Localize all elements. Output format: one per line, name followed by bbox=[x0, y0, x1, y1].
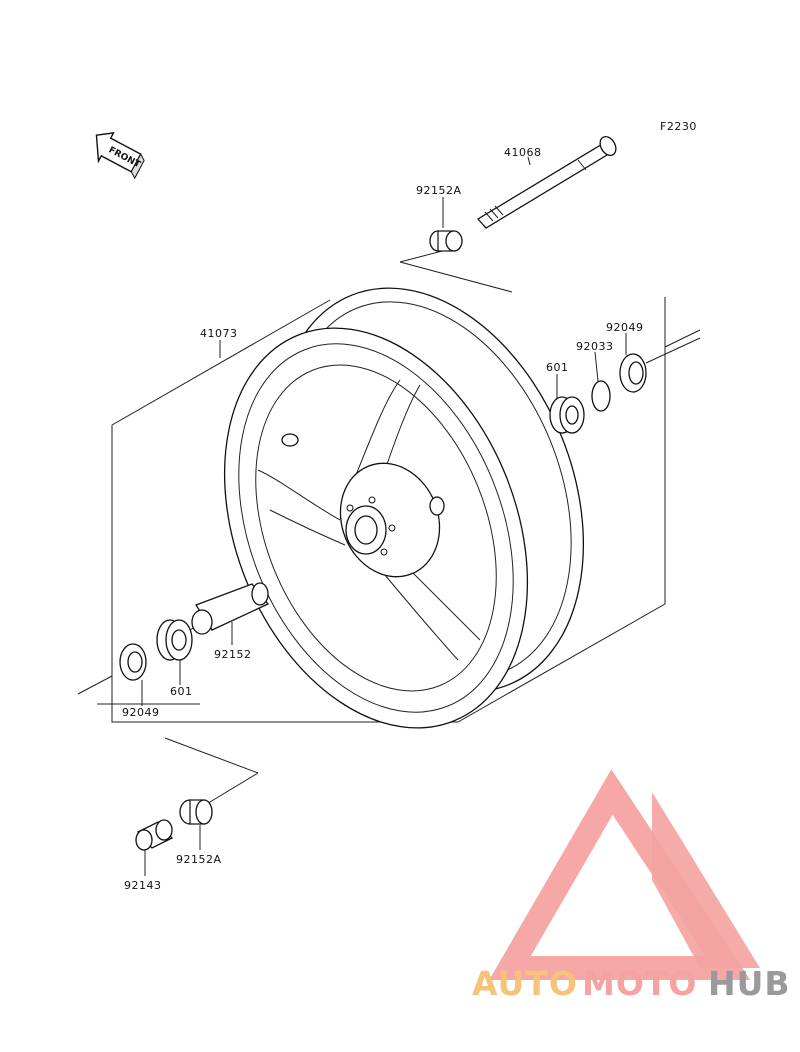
label-spacer: 92152 bbox=[214, 648, 252, 661]
label-collar-top: 92152A bbox=[416, 184, 462, 197]
label-collar-bottom: 92152A bbox=[176, 853, 222, 866]
watermark-triangle-inner bbox=[652, 792, 760, 968]
seal-right-part bbox=[619, 353, 647, 393]
wheel-part bbox=[223, 287, 585, 729]
collar-small-part bbox=[135, 819, 174, 851]
spacer-part bbox=[191, 582, 270, 635]
collar-bottom-part bbox=[179, 799, 213, 825]
label-circlip: 92033 bbox=[576, 340, 614, 353]
label-seal-left: 92049 bbox=[122, 706, 160, 719]
bearing-right-part bbox=[549, 396, 585, 434]
figure-code: F2230 bbox=[660, 120, 697, 133]
leader-lines bbox=[141, 156, 627, 876]
label-wheel: 41073 bbox=[200, 327, 238, 340]
watermark-word-auto: AUTO bbox=[472, 964, 578, 1003]
bearing-left-part bbox=[156, 619, 193, 661]
label-bearing-left: 601 bbox=[170, 685, 193, 698]
seal-left-part bbox=[119, 643, 147, 681]
watermark-triangle-notch bbox=[596, 860, 660, 945]
collar-top-part bbox=[429, 230, 463, 252]
label-collar-small: 92143 bbox=[124, 879, 162, 892]
watermark-logo: AUTO MOTO HUB bbox=[472, 769, 791, 1003]
watermark-word-hub: HUB bbox=[708, 964, 791, 1003]
front-arrow-icon: FRONT bbox=[95, 132, 145, 180]
axle-part bbox=[476, 136, 617, 229]
watermark-word-moto: MOTO bbox=[582, 964, 697, 1003]
label-seal-right: 92049 bbox=[606, 321, 644, 334]
circlip-part bbox=[591, 380, 611, 412]
label-bearing-right: 601 bbox=[546, 361, 569, 374]
label-axle: 41068 bbox=[504, 146, 542, 159]
assembly-lines bbox=[77, 249, 701, 806]
